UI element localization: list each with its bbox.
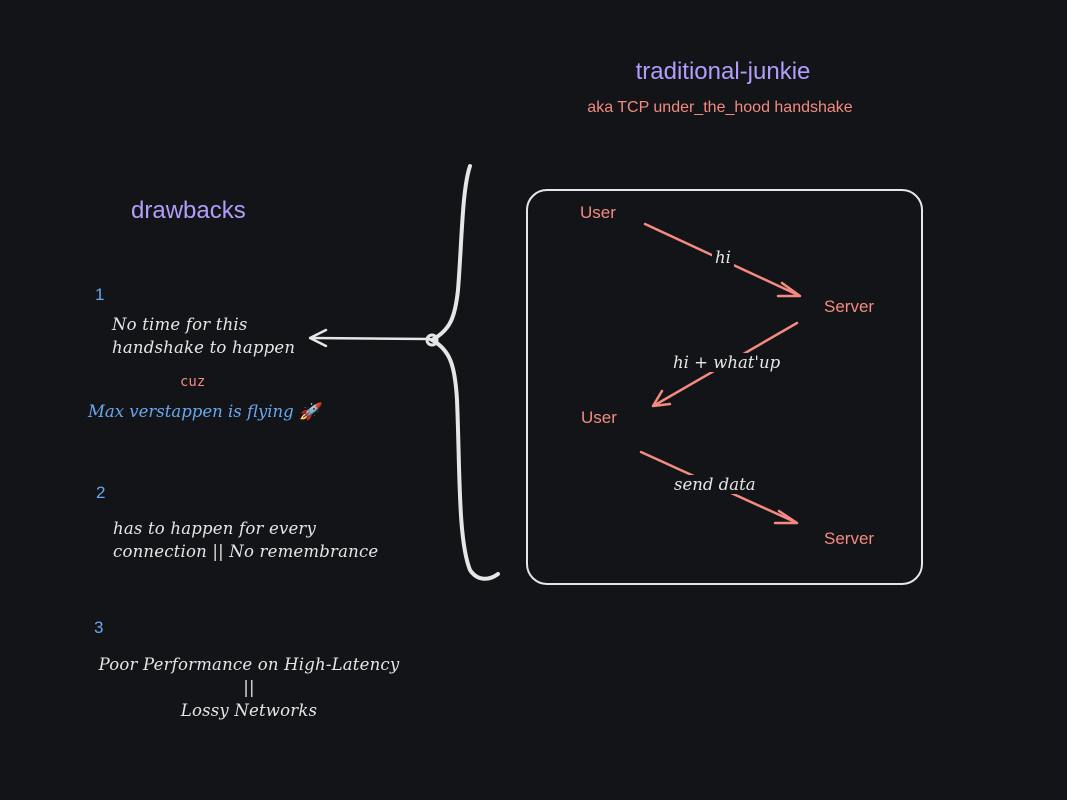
drawback-1-note: Max verstappen is flying 🚀 [88, 402, 320, 421]
page-title: traditional-junkie [635, 58, 811, 85]
arrow-reply-head [651, 389, 672, 408]
message-label-hi: hi [712, 248, 734, 267]
drawback-3-text: Poor Performance on High-Latency || Loss… [90, 653, 408, 722]
arrow-data-head [773, 509, 799, 525]
node-user-2: User [581, 408, 617, 427]
drawback-number-2: 2 [96, 483, 106, 502]
node-server-1: Server [824, 297, 875, 316]
handshake-box [526, 189, 923, 585]
drawback-3-line-1: Poor Performance on High-Latency [98, 655, 400, 674]
drawback-number-3: 3 [94, 618, 104, 637]
drawback-2-line-1: has to happen for every [113, 519, 317, 538]
curly-brace [427, 164, 500, 581]
drawback-1-line-1: No time for this [112, 315, 248, 334]
node-server-2: Server [824, 529, 875, 548]
message-label-reply: hi + what'up [670, 353, 784, 372]
drawback-number-1: 1 [95, 285, 105, 304]
drawback-1-connector: cuz [180, 374, 206, 390]
drawback-2-text: has to happen for every connection || No… [113, 517, 378, 563]
drawback-3-line-3: Lossy Networks [180, 701, 318, 720]
drawback-1-line-2: handshake to happen [112, 338, 296, 357]
page-subtitle: aka TCP under_the_hood handshake [587, 99, 853, 116]
pointer-arrow-head [308, 328, 328, 348]
arrow-hi-head [776, 281, 802, 298]
drawbacks-heading: drawbacks [131, 197, 246, 224]
message-label-data: send data [671, 475, 759, 494]
drawback-1-text: No time for this handshake to happen [112, 313, 295, 359]
drawback-2-line-2: connection || No remembrance [113, 542, 379, 561]
pointer-arrow-line [310, 336, 432, 341]
drawback-3-line-2: || [243, 678, 255, 697]
node-user-1: User [580, 203, 616, 222]
